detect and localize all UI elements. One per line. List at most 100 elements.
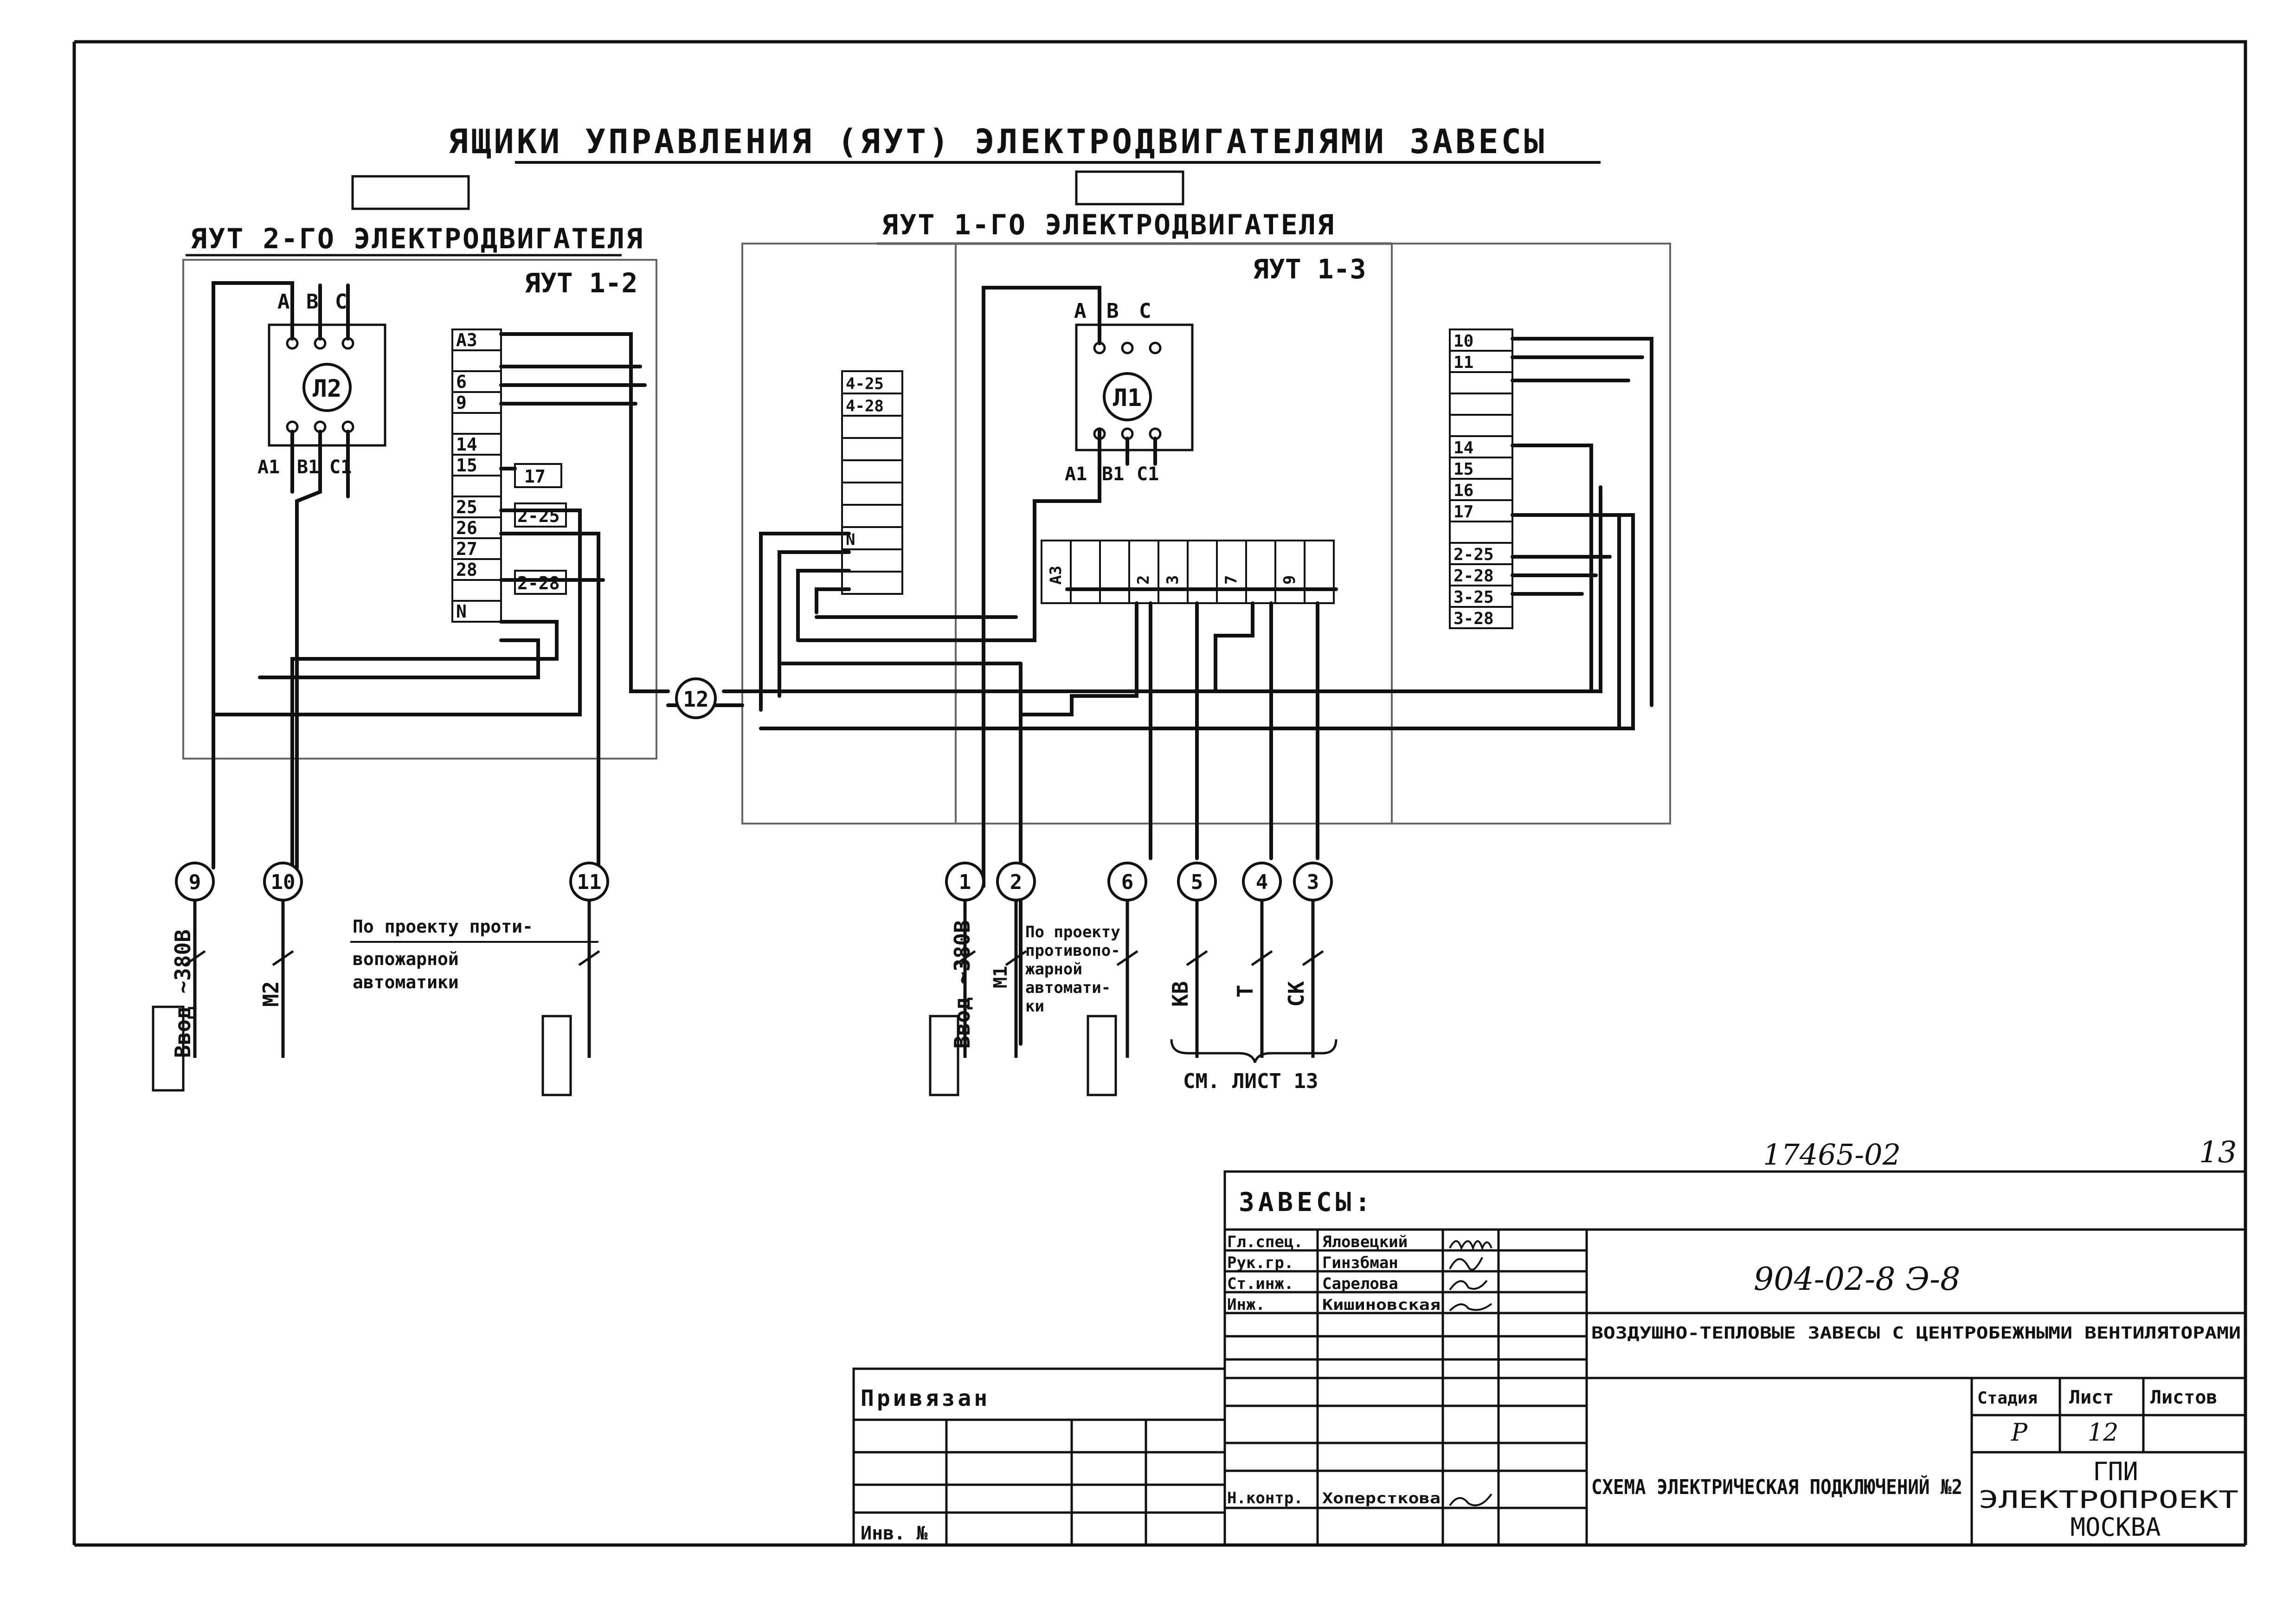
cable-tick	[1302, 950, 1324, 966]
cable-marker	[996, 862, 1036, 902]
terminal-cell	[1449, 371, 1513, 394]
motor-l2-label: Л2	[313, 375, 342, 403]
stamp-sheet-header: Лист	[2069, 1387, 2114, 1408]
terminal-cell	[841, 482, 903, 506]
role-name: Гинзбман	[1322, 1254, 1398, 1272]
cable-marker	[945, 862, 985, 902]
terminal-label: 3	[1164, 575, 1182, 585]
terminal-cell	[841, 548, 903, 573]
signature-marks	[1449, 1240, 1492, 1507]
control-name: Хоперсткова	[1322, 1489, 1441, 1507]
cable-label-4: Т	[1233, 985, 1258, 998]
cable-number: 5	[1191, 870, 1203, 894]
sheet-frame	[72, 40, 2247, 1547]
note-left-line: автоматики	[353, 972, 459, 992]
role-label: Рук.гр.	[1227, 1254, 1293, 1272]
phase-label: B	[1106, 299, 1119, 323]
cable-marker	[1242, 862, 1282, 902]
cable-number: 4	[1256, 870, 1268, 894]
note-left-line: вопожарной	[353, 949, 459, 969]
terminal-label: А3	[456, 330, 477, 350]
cable-number: 9	[189, 870, 201, 894]
terminal-cell	[1245, 540, 1276, 604]
cable-tick	[272, 950, 294, 966]
cable-number: 11	[577, 870, 602, 894]
cable-marker	[1107, 862, 1147, 902]
note-right-line: жарной	[1025, 960, 1082, 979]
role-label: Инж.	[1227, 1295, 1265, 1314]
control-role: Н.контр.	[1227, 1489, 1303, 1507]
terminal-label: 11	[1453, 353, 1473, 372]
terminal-cell	[1304, 540, 1335, 604]
terminal-cell	[1274, 540, 1306, 604]
terminal-label: А3	[1047, 566, 1065, 585]
cable-tick	[1005, 950, 1027, 966]
phase-label: B	[306, 290, 319, 314]
cable-tick	[1116, 950, 1138, 966]
doc-number: 17465-02	[1763, 1138, 1901, 1172]
terminal-cell	[451, 475, 502, 497]
right-box-id: ЯУТ 1-3	[1253, 253, 1366, 285]
terminal-label: 7	[1222, 575, 1241, 585]
role-name: Яловецкий	[1322, 1233, 1408, 1251]
terminal-label: 6	[456, 372, 467, 392]
terminal-label: 9	[456, 393, 467, 413]
note-left-line: По проекту проти-	[353, 916, 533, 937]
cable-marker	[175, 862, 215, 902]
cable-label-10: М2	[258, 981, 283, 1007]
cable-boxes	[152, 1005, 1117, 1096]
note-right-line: автомати-	[1025, 979, 1111, 997]
terminal-label: 10	[1453, 332, 1473, 351]
terminal-cell	[841, 437, 903, 461]
cable-label-2: М1	[990, 966, 1011, 988]
bound-label: Привязан	[861, 1385, 990, 1411]
terminal-cell	[451, 349, 502, 372]
terminal-cell	[451, 600, 502, 623]
label-box-left	[351, 175, 470, 210]
terminal-label: 2-25	[1453, 545, 1494, 564]
terminal-cell	[1158, 540, 1189, 604]
terminal-label: N	[456, 601, 467, 622]
node-12-label: 12	[683, 687, 708, 712]
phase-label: C	[1139, 299, 1151, 323]
terminal-cell	[1070, 540, 1101, 604]
cable-tick	[578, 950, 600, 966]
cable-number: 1	[959, 870, 971, 894]
label-box-right	[1075, 170, 1184, 206]
stamp-drawing-name: СХЕМА ЭЛЕКТРИЧЕСКАЯ ПОДКЛЮЧЕНИЙ №2	[1591, 1475, 1962, 1499]
role-name: Сарелова	[1322, 1275, 1398, 1293]
see-sheet-label: СМ. ЛИСТ 13	[1183, 1069, 1318, 1093]
role-name: Кишиновская	[1322, 1296, 1441, 1314]
cable-number: 6	[1121, 870, 1134, 894]
cable-label-1: Ввод ~380В	[950, 920, 975, 1049]
jumper-label: 2-28	[517, 573, 560, 593]
terminal-cell	[1449, 414, 1513, 437]
motor-l1: Л1 A B C A1 B1 C1	[1065, 299, 1194, 485]
role-label: Ст.инж.	[1227, 1275, 1293, 1293]
right-enclosure	[741, 243, 1671, 824]
org-line: МОСКВА	[2070, 1513, 2161, 1542]
cable-marker	[569, 862, 609, 902]
terminal-label: 14	[456, 434, 477, 455]
org-line: ЭЛЕКТРОПРОЕКТ	[1979, 1486, 2238, 1514]
stamp-title: ЗАВЕСЫ:	[1239, 1187, 1374, 1217]
cable-number: 2	[1010, 870, 1023, 894]
terminal-cell	[841, 504, 903, 528]
note-right-line: противопо-	[1025, 941, 1120, 960]
phase-label: A	[277, 290, 290, 314]
note-right-line: ки	[1025, 997, 1044, 1016]
terminal-label: 4-25	[846, 374, 884, 393]
terminal-label: 25	[456, 497, 477, 517]
cable-tick	[1251, 950, 1273, 966]
stamp-code: 904-02-8 Э-8	[1754, 1261, 1960, 1298]
cable-number: 10	[271, 870, 296, 894]
phase-label: C1	[1137, 464, 1159, 485]
terminal-label: 3-28	[1453, 609, 1494, 628]
terminal-label: 3-25	[1453, 588, 1494, 607]
title-block	[852, 1170, 2247, 1546]
motor-l1-label: Л1	[1113, 384, 1142, 412]
sheet-corner: 13	[2199, 1135, 2237, 1170]
cable-marker	[1177, 862, 1217, 902]
